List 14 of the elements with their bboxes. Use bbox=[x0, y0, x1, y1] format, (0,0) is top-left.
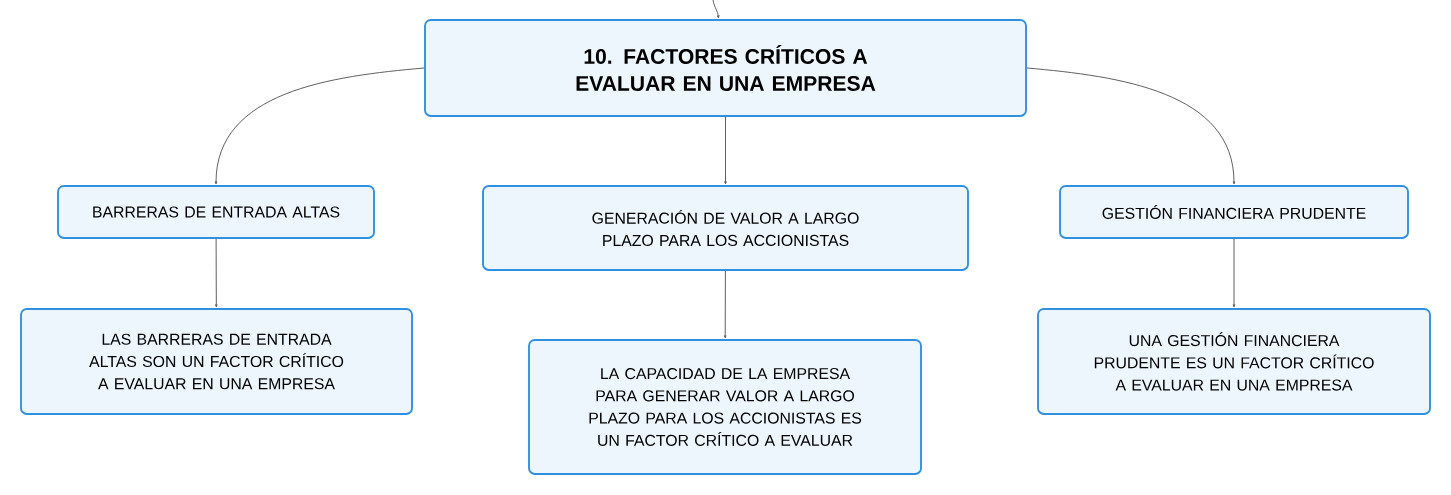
title-box: 10. FACTORES CRÍTICOS A EVALUAR EN UNA EMPRESA bbox=[424, 19, 1027, 117]
arrow bbox=[1026, 67, 1236, 185]
topic-box: BARRERAS DE ENTRADA ALTAS bbox=[57, 185, 375, 239]
arrow bbox=[723, 270, 727, 339]
topic-box: GESTIÓN FINANCIERA PRUDENTE bbox=[1059, 185, 1409, 239]
arrow bbox=[1232, 238, 1236, 308]
arrow bbox=[724, 116, 727, 185]
description-box: LA CAPACIDAD DE LA EMPRESA PARA GENERAR VALOR A LARGO PLAZO PARA LOS ACCIONISTAS ES UN FACTOR CRÍTICO A EVALUAR bbox=[528, 339, 922, 475]
arrow bbox=[215, 238, 218, 308]
description-box: UNA GESTIÓN FINANCIERA PRUDENTE ES UN FACTOR CRÍTICO A EVALUAR EN UNA EMPRESA bbox=[1037, 308, 1431, 415]
arrow bbox=[214, 67, 425, 185]
topic-box: GENERACIÓN DE VALOR A LARGO PLAZO PARA LOS ACCIONISTAS bbox=[482, 185, 969, 271]
description-box: LAS BARRERAS DE ENTRADA ALTAS SON UN FACTOR CRÍTICO A EVALUAR EN UNA EMPRESA bbox=[20, 308, 413, 415]
arrow bbox=[712, 0, 720, 19]
